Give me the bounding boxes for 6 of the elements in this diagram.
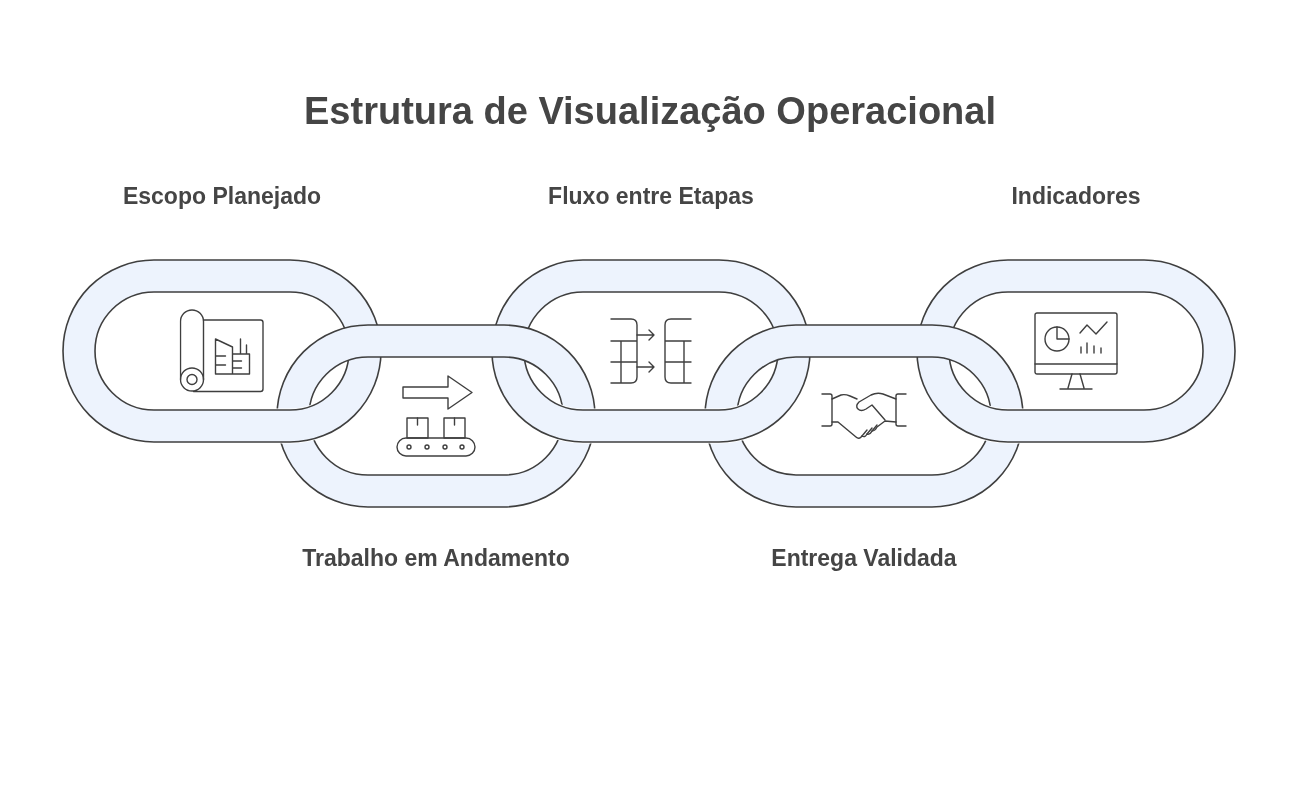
diagram-title: Estrutura de Visualização Operacional: [304, 89, 996, 134]
link-label: Escopo Planejado: [122, 182, 322, 211]
link-label: Fluxo entre Etapas: [548, 182, 754, 211]
link-label: Indicadores: [1011, 182, 1141, 211]
link-label: Entrega Validada: [771, 544, 957, 573]
link-label: Trabalho em Andamento: [302, 544, 570, 573]
